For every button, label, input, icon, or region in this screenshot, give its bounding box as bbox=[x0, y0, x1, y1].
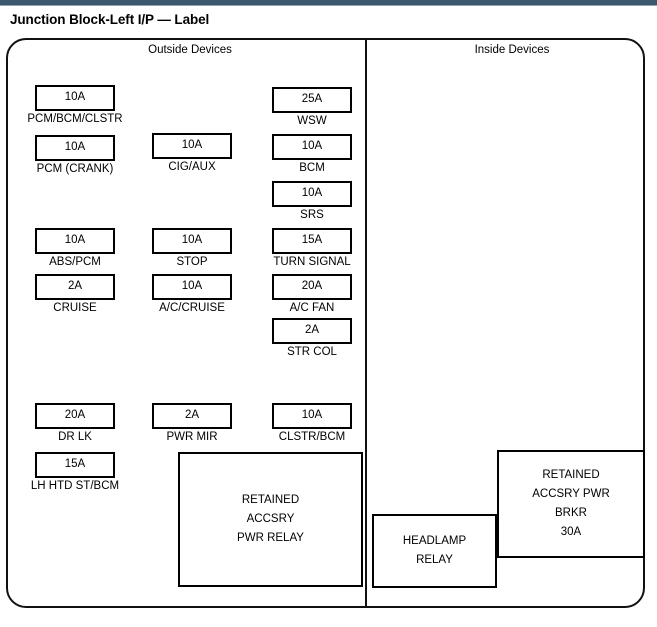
fuse-label: A/C/CRUISE bbox=[159, 302, 225, 314]
relay-line-2: ACCSRY bbox=[246, 513, 295, 526]
relay-line-1: RETAINED bbox=[241, 494, 300, 507]
fuse-label: STR COL bbox=[287, 346, 337, 358]
fuse-rating: 2A bbox=[272, 318, 352, 344]
fuse-label: BCM bbox=[299, 162, 325, 174]
fuse-bcm[interactable]: 10A BCM bbox=[272, 134, 352, 175]
fuse-rating: 10A bbox=[272, 134, 352, 160]
fuse-rating: 20A bbox=[272, 274, 352, 300]
breaker-line-1: RETAINED bbox=[542, 469, 600, 482]
fuse-cruise[interactable]: 2A CRUISE bbox=[35, 274, 115, 315]
fuse-rating: 10A bbox=[272, 181, 352, 207]
fuse-rating: 10A bbox=[35, 228, 115, 254]
fuse-rating: 2A bbox=[152, 403, 232, 429]
fuse-srs[interactable]: 10A SRS bbox=[272, 181, 352, 222]
breaker-line-3: BRKR bbox=[555, 507, 587, 519]
fuse-rating: 2A bbox=[35, 274, 115, 300]
fuse-rating: 10A bbox=[35, 85, 115, 111]
fuse-label: CIG/AUX bbox=[168, 161, 216, 173]
relay-headlamp-relay[interactable]: HEADLAMP RELAY bbox=[372, 514, 497, 588]
breaker-retained-accsry-pwr-brkr[interactable]: RETAINED ACCSRY PWR BRKR 30A bbox=[497, 450, 645, 558]
relay-line-1: HEADLAMP bbox=[402, 535, 467, 548]
fuse-rating: 15A bbox=[272, 228, 352, 254]
fuse-label: TURN SIGNAL bbox=[273, 256, 351, 268]
fuse-label: PCM/BCM/CLSTR bbox=[27, 113, 123, 125]
fuse-label: ABS/PCM bbox=[49, 256, 101, 268]
breaker-line-2: ACCSRY PWR bbox=[532, 488, 610, 501]
fuse-abs-pcm[interactable]: 10A ABS/PCM bbox=[35, 228, 115, 269]
fuse-label: LH HTD ST/BCM bbox=[30, 480, 120, 492]
fuse-stop[interactable]: 10A STOP bbox=[152, 228, 232, 269]
fuse-dr-lk[interactable]: 20A DR LK bbox=[35, 403, 115, 444]
fuse-label: WSW bbox=[297, 115, 327, 127]
fuse-rating: 10A bbox=[152, 274, 232, 300]
fuse-ac-fan[interactable]: 20A A/C FAN bbox=[272, 274, 352, 315]
fuse-label: A/C FAN bbox=[289, 302, 335, 314]
fuse-rating: 15A bbox=[35, 452, 115, 478]
fuse-rating: 10A bbox=[35, 135, 115, 161]
fuse-pcm-bcm-clstr[interactable]: 10A PCM/BCM/CLSTR bbox=[27, 85, 123, 126]
relay-retained-accsry-pwr-relay[interactable]: RETAINED ACCSRY PWR RELAY bbox=[178, 452, 363, 587]
fuse-label: PCM (CRANK) bbox=[36, 163, 114, 175]
fuse-lh-htd-st-bcm[interactable]: 15A LH HTD ST/BCM bbox=[31, 452, 119, 493]
section-heading-inside-devices: Inside Devices bbox=[474, 44, 550, 56]
top-chrome-bar-edge bbox=[0, 5, 657, 6]
fuse-wsw[interactable]: 25A WSW bbox=[272, 87, 352, 128]
fuse-label: CRUISE bbox=[53, 302, 97, 314]
fuse-label: PWR MIR bbox=[166, 431, 218, 443]
relay-line-3: PWR RELAY bbox=[237, 531, 304, 544]
fuse-pwr-mir[interactable]: 2A PWR MIR bbox=[152, 403, 232, 444]
page-title: Junction Block-Left I/P — Label bbox=[10, 12, 210, 27]
fuse-rating: 25A bbox=[272, 87, 352, 113]
fuse-rating: 10A bbox=[152, 133, 232, 159]
fuse-label: DR LK bbox=[58, 431, 92, 443]
fuse-cig-aux[interactable]: 10A CIG/AUX bbox=[152, 133, 232, 174]
fuse-label: STOP bbox=[176, 256, 208, 268]
fuse-ac-cruise[interactable]: 10A A/C/CRUISE bbox=[152, 274, 232, 315]
top-chrome-bar bbox=[0, 0, 657, 5]
fuse-clstr-bcm[interactable]: 10A CLSTR/BCM bbox=[272, 403, 352, 444]
fuse-label: SRS bbox=[300, 209, 324, 221]
fuse-turn-signal[interactable]: 15A TURN SIGNAL bbox=[272, 228, 352, 269]
relay-line-2: RELAY bbox=[416, 554, 453, 566]
fuse-rating: 20A bbox=[35, 403, 115, 429]
fuse-rating: 10A bbox=[272, 403, 352, 429]
breaker-rating: 30A bbox=[560, 525, 582, 538]
section-divider bbox=[365, 38, 367, 608]
fuse-rating: 10A bbox=[152, 228, 232, 254]
fuse-str-col[interactable]: 2A STR COL bbox=[272, 318, 352, 359]
fuse-pcm-crank[interactable]: 10A PCM (CRANK) bbox=[35, 135, 115, 176]
section-heading-outside-devices: Outside Devices bbox=[148, 44, 232, 56]
fuse-label: CLSTR/BCM bbox=[278, 431, 346, 443]
